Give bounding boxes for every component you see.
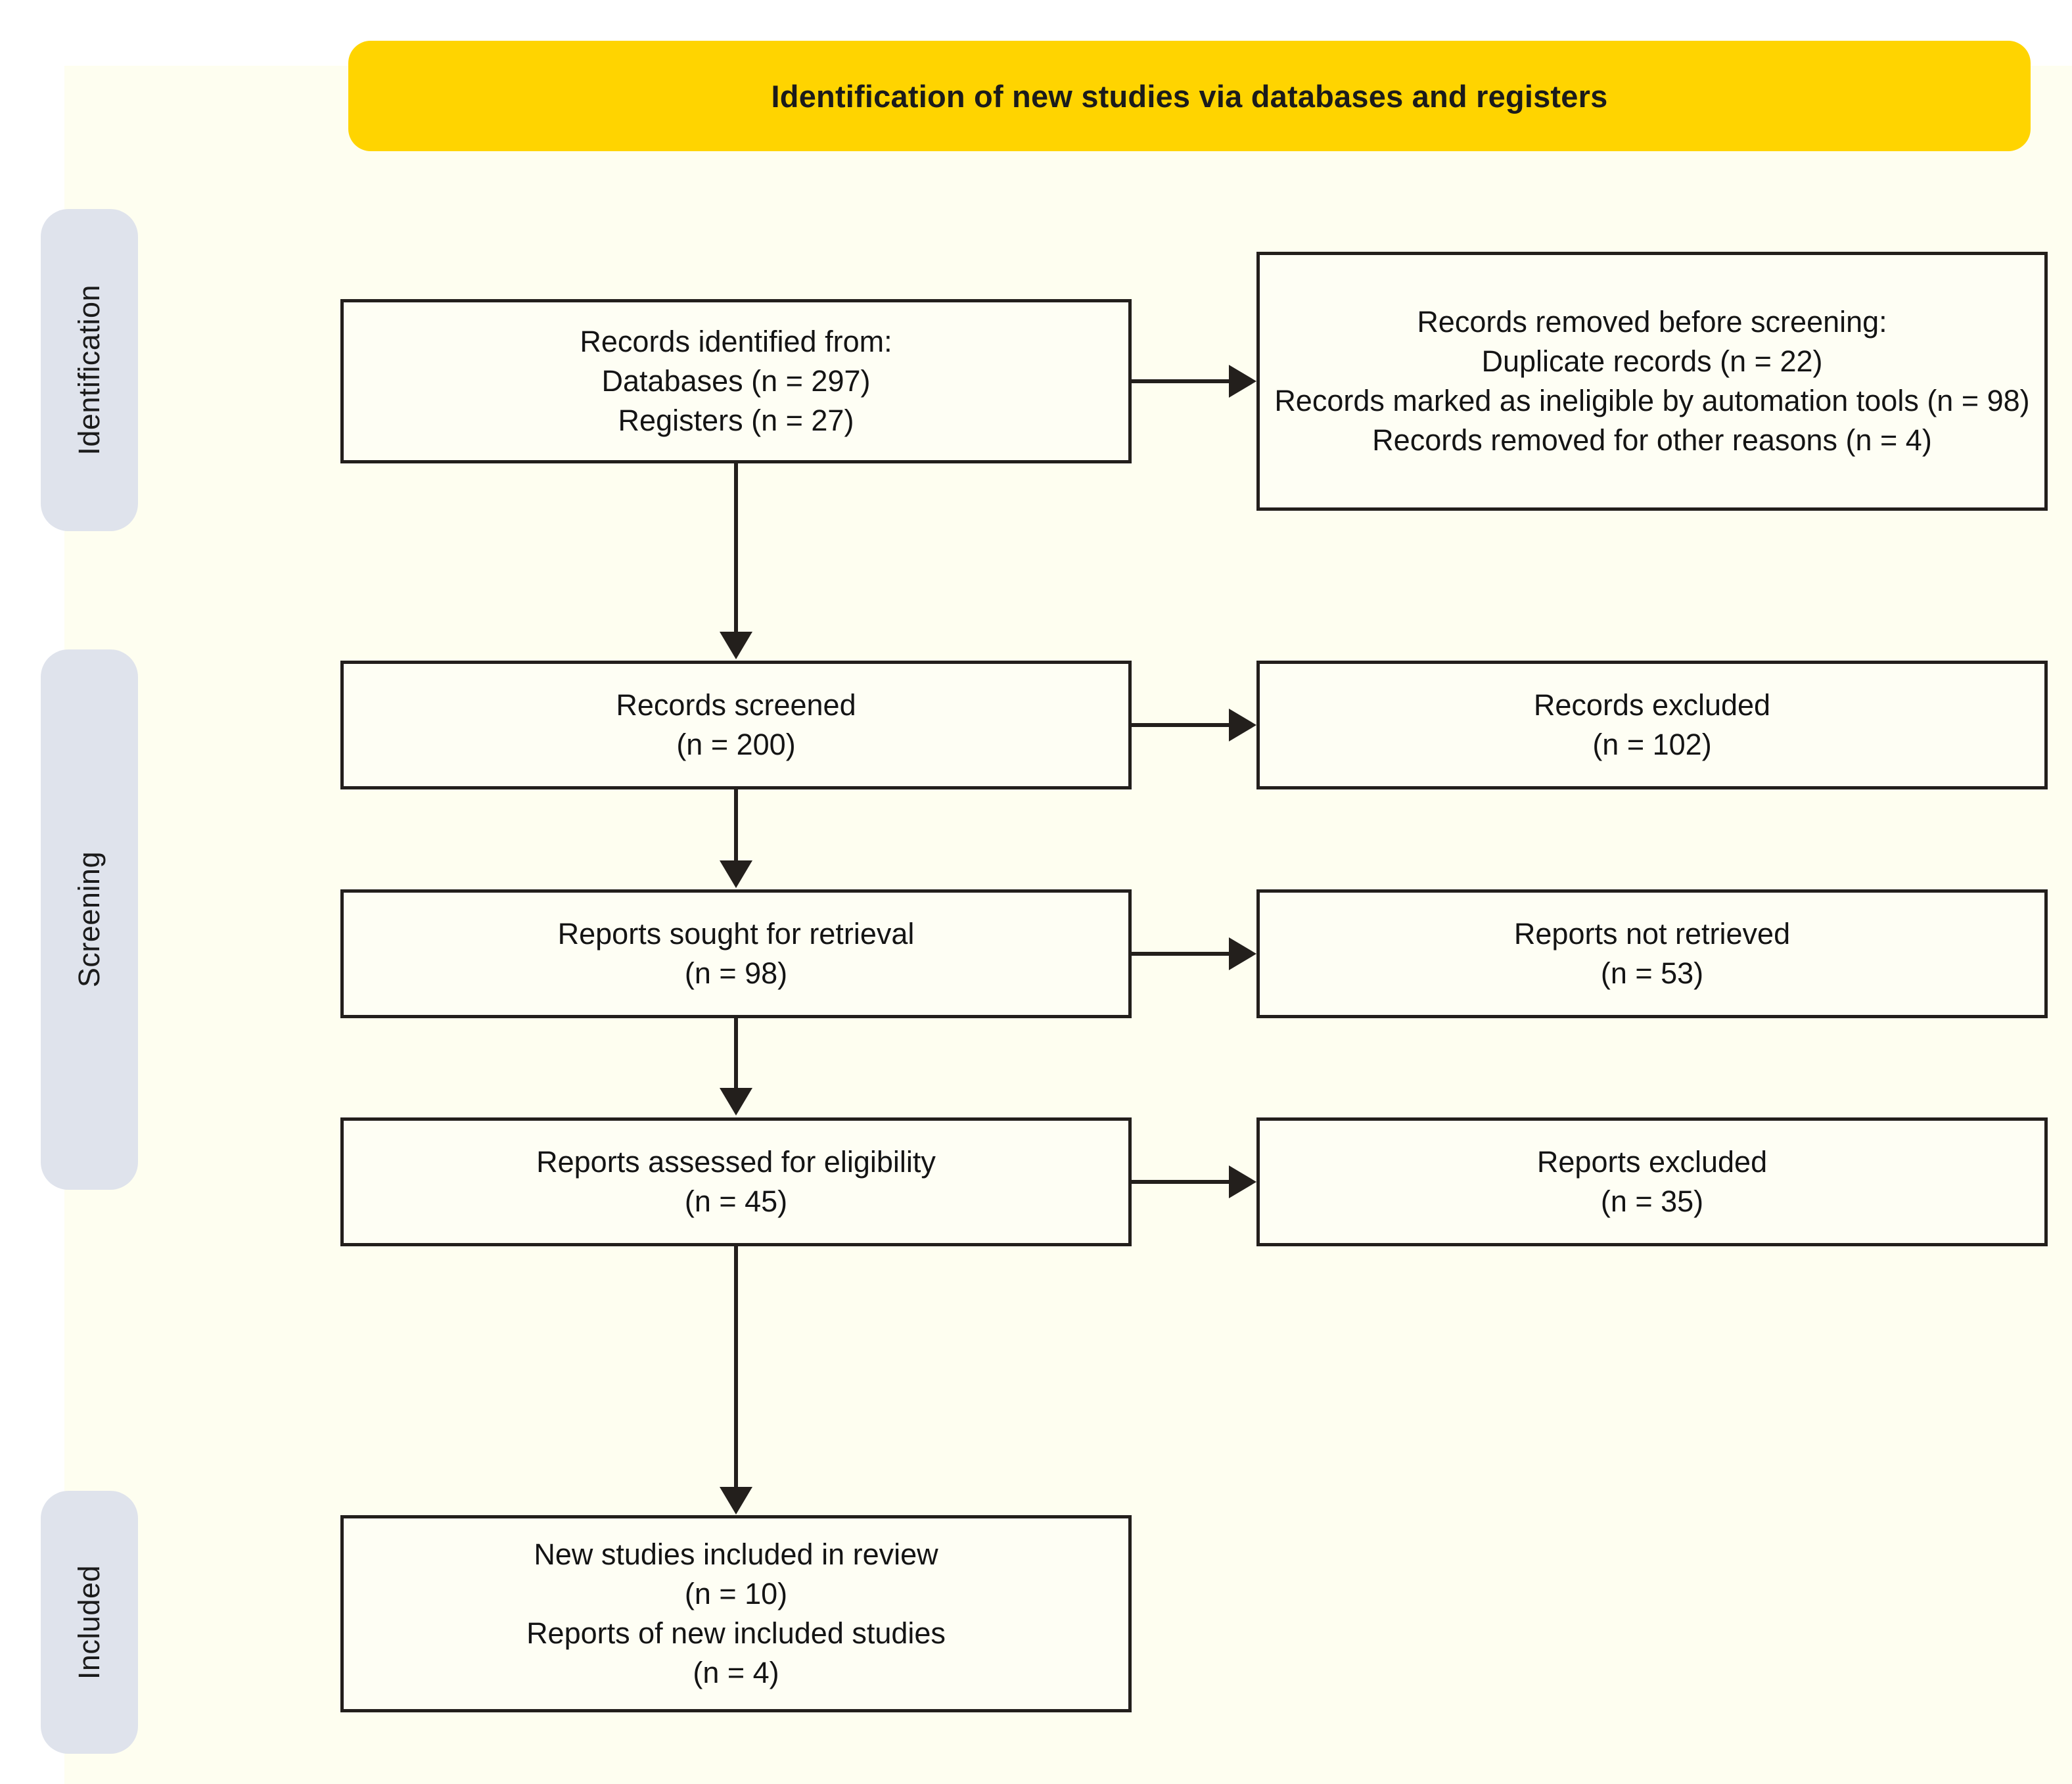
connector-assessed-to-excluded-line xyxy=(1132,1180,1230,1184)
stage-pill-identification: Identification xyxy=(41,209,138,531)
box-records-removed-before-screening: Records removed before screening: Duplic… xyxy=(1256,252,2048,511)
stage-label-included: Included xyxy=(72,1564,106,1680)
connector-identified-to-removed-line xyxy=(1132,379,1230,383)
box-reports-sought-for-retrieval: Reports sought for retrieval (n = 98) xyxy=(340,889,1132,1018)
box-line: (n = 35) xyxy=(1600,1185,1704,1218)
box-records-screened: Records screened (n = 200) xyxy=(340,661,1132,789)
connector-assessed-to-excluded-arrow xyxy=(1229,1165,1256,1198)
box-line: (n = 200) xyxy=(676,728,796,761)
connector-assessed-to-included-arrow xyxy=(720,1487,752,1514)
connector-screened-to-excluded-arrow xyxy=(1229,709,1256,741)
connector-screened-to-sought-arrow xyxy=(720,860,752,888)
box-line: Records excluded xyxy=(1533,688,1771,722)
connector-screened-to-sought-line xyxy=(734,789,738,862)
box-line: Records removed before screening: xyxy=(1417,305,1887,339)
box-reports-excluded: Reports excluded (n = 35) xyxy=(1256,1117,2048,1246)
box-line: (n = 98) xyxy=(684,956,788,990)
connector-identified-to-screened-arrow xyxy=(720,632,752,659)
stage-label-identification: Identification xyxy=(72,285,106,456)
connector-screened-to-excluded-line xyxy=(1132,723,1230,727)
connector-identified-to-removed-arrow xyxy=(1229,365,1256,398)
box-line: Records screened xyxy=(616,688,856,722)
box-line: Reports not retrieved xyxy=(1513,917,1791,951)
connector-sought-to-notretrieved-line xyxy=(1132,952,1230,956)
box-line: Reports excluded xyxy=(1536,1145,1768,1179)
stage-label-screening: Screening xyxy=(72,851,106,988)
stage-pill-included: Included xyxy=(41,1491,138,1754)
box-records-excluded: Records excluded (n = 102) xyxy=(1256,661,2048,789)
box-line: (n = 45) xyxy=(684,1185,788,1218)
connector-assessed-to-included-line xyxy=(734,1246,738,1488)
box-reports-not-retrieved: Reports not retrieved (n = 53) xyxy=(1256,889,2048,1018)
connector-sought-to-notretrieved-arrow xyxy=(1229,937,1256,970)
box-line: (n = 4) xyxy=(693,1655,779,1689)
box-reports-assessed-for-eligibility: Reports assessed for eligibility (n = 45… xyxy=(340,1117,1132,1246)
box-line: Duplicate records (n = 22) xyxy=(1481,344,1823,379)
box-line: Reports of new included studies xyxy=(526,1616,946,1650)
box-line: Records removed for other reasons (n = 4… xyxy=(1372,423,1932,457)
box-line: (n = 102) xyxy=(1592,728,1712,761)
box-line: Databases (n = 297) xyxy=(601,364,871,398)
connector-identified-to-screened-line xyxy=(734,463,738,633)
banner-title: Identification of new studies via databa… xyxy=(771,78,1608,114)
box-new-studies-included: New studies included in review (n = 10) … xyxy=(340,1515,1132,1712)
box-line: (n = 10) xyxy=(684,1577,788,1611)
box-line: Reports sought for retrieval xyxy=(557,917,915,951)
box-line: Records marked as ineligible by automati… xyxy=(1274,384,2030,417)
connector-sought-to-assessed-arrow xyxy=(720,1088,752,1115)
box-line: Reports assessed for eligibility xyxy=(536,1145,936,1179)
box-line: (n = 53) xyxy=(1600,956,1704,990)
stage-pill-screening: Screening xyxy=(41,649,138,1190)
connector-sought-to-assessed-line xyxy=(734,1018,738,1089)
box-line: Records identified from: xyxy=(580,325,892,359)
box-line: Registers (n = 27) xyxy=(618,403,854,437)
box-line: New studies included in review xyxy=(534,1538,938,1572)
header-banner: Identification of new studies via databa… xyxy=(348,41,2031,151)
box-records-identified: Records identified from: Databases (n = … xyxy=(340,299,1132,463)
